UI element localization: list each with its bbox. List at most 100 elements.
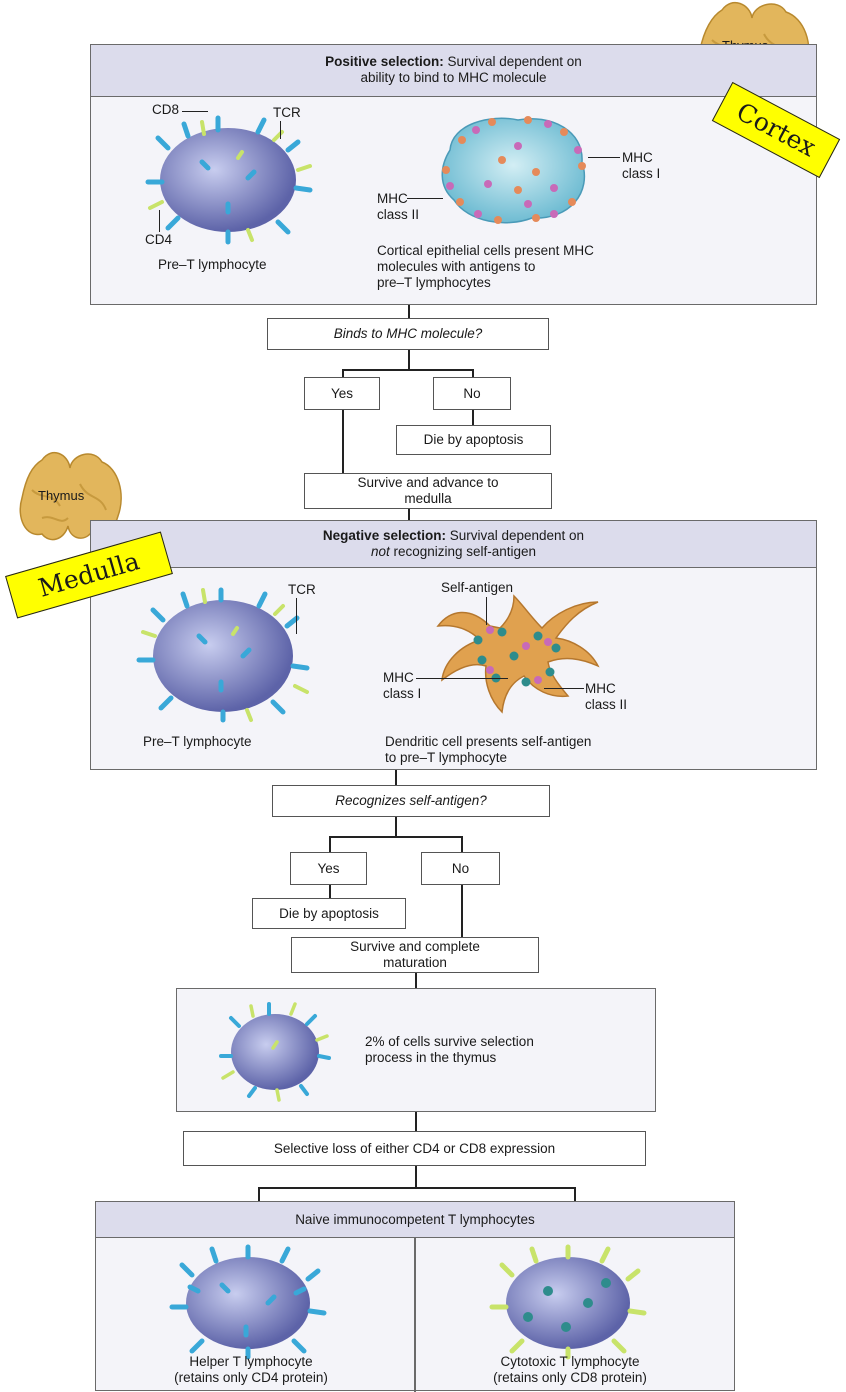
pre-t-lymphocyte-cell-negative: [136, 587, 310, 723]
cd4-label: CD4: [145, 232, 173, 247]
answer-yes-1: Yes: [304, 377, 380, 410]
cortical-caption-line1: Cortical epithelial cells present MHC: [377, 243, 594, 258]
helper-caption-line1: Helper T lymphocyte: [189, 1354, 313, 1369]
helper-caption-line2: (retains only CD4 protein): [174, 1370, 328, 1385]
connector: [461, 885, 463, 938]
cytotoxic-caption-line2: (retains only CD8 protein): [493, 1370, 647, 1385]
survive-complete-line2: maturation: [383, 955, 447, 970]
connector: [395, 770, 397, 786]
cytotoxic-t-cell: [489, 1244, 647, 1360]
survive-complete-line1: Survive and complete: [350, 939, 480, 954]
mhc-class-2-leader-negative: [544, 688, 584, 689]
survival-caption-line2: process in the thymus: [365, 1050, 497, 1065]
tcr-leader-line-negative: [296, 598, 297, 634]
connector: [342, 410, 344, 474]
selective-loss-box: Selective loss of either CD4 or CD8 expr…: [183, 1131, 646, 1166]
mhc-class-2-negative-line1: MHC: [585, 681, 616, 696]
mhc-class-1-label-positive: MHC class I: [622, 150, 660, 182]
connector: [415, 1112, 417, 1132]
cortical-caption-line3: pre–T lymphocytes: [377, 275, 491, 290]
answer-no-2: No: [421, 852, 500, 885]
pre-t-lymphocyte-cell-positive: [145, 115, 313, 245]
positive-title-rest: Survival dependent on: [443, 54, 582, 69]
connector: [461, 836, 463, 853]
mhc-class-1-leader-negative: [416, 678, 508, 679]
connector: [395, 817, 397, 837]
cd4-leader-line: [159, 210, 160, 232]
negative-title-not: not: [370, 544, 390, 559]
answer-no-1: No: [433, 377, 511, 410]
survival-caption: 2% of cells survive selection process in…: [365, 1034, 534, 1066]
positive-title-bold: Positive selection:: [325, 54, 444, 69]
connector: [472, 369, 474, 378]
cortical-epithelial-cell: [441, 116, 586, 224]
connector: [258, 1187, 576, 1189]
thymus-label-left: Thymus: [38, 488, 85, 503]
naive-header: Naive immunocompetent T lymphocytes: [96, 1202, 734, 1238]
question-recognizes-self-antigen: Recognizes self-antigen?: [272, 785, 550, 817]
connector: [408, 305, 410, 318]
mhc-class-2-leader-positive: [407, 198, 443, 199]
connector: [342, 369, 474, 371]
mhc-class-2-label-positive: MHC class II: [377, 191, 419, 223]
naive-title: Naive immunocompetent T lymphocytes: [295, 1212, 535, 1227]
connector: [408, 350, 410, 370]
mhc-class-1-negative-line1: MHC: [383, 670, 414, 685]
mhc-class-1-negative-line2: class I: [383, 686, 422, 701]
dendritic-cell: [436, 594, 600, 714]
connector: [258, 1187, 260, 1202]
dendritic-caption: Dendritic cell presents self-antigen to …: [385, 734, 591, 766]
connector: [408, 509, 410, 521]
die-by-apoptosis-1: Die by apoptosis: [396, 425, 551, 455]
survive-complete-maturation: Survive and complete maturation: [291, 937, 539, 973]
negative-selection-header: Negative selection: Survival dependent o…: [91, 521, 816, 568]
dendritic-caption-line2: to pre–T lymphocyte: [385, 750, 508, 765]
cortical-caption: Cortical epithelial cells present MHC mo…: [377, 243, 594, 291]
tcr-label-negative: TCR: [288, 582, 316, 597]
die-by-apoptosis-2: Die by apoptosis: [252, 898, 406, 929]
cd8-label: CD8: [152, 102, 180, 117]
mhc-class-2-positive-line2: class II: [377, 207, 420, 222]
naive-divider: [414, 1238, 416, 1392]
negative-title-line2: recognizing self-antigen: [389, 544, 537, 559]
helper-caption: Helper T lymphocyte (retains only CD4 pr…: [158, 1354, 344, 1386]
answer-yes-2: Yes: [290, 852, 367, 885]
dendritic-caption-line1: Dendritic cell presents self-antigen: [385, 734, 592, 749]
connector: [329, 836, 331, 853]
negative-title-bold: Negative selection:: [322, 528, 446, 543]
survive-advance-line1: Survive and advance to: [357, 475, 499, 490]
question-binds-mhc: Binds to MHC molecule?: [267, 318, 549, 350]
connector: [574, 1187, 576, 1202]
survival-caption-line1: 2% of cells survive selection: [365, 1034, 534, 1049]
cytotoxic-caption-line1: Cytotoxic T lymphocyte: [500, 1354, 640, 1369]
cortical-caption-line2: molecules with antigens to: [377, 259, 536, 274]
helper-t-cell: [169, 1244, 327, 1360]
mhc-class-1-positive-line2: class I: [622, 166, 661, 181]
negative-title-rest: Survival dependent on: [445, 528, 585, 543]
survive-advance-line2: medulla: [404, 491, 452, 506]
mhc-class-2-positive-line1: MHC: [377, 191, 408, 206]
positive-selection-header: Positive selection: Survival dependent o…: [91, 45, 816, 97]
connector: [415, 973, 417, 989]
tcr-leader-line-positive: [280, 121, 281, 139]
mhc-class-1-positive-line1: MHC: [622, 150, 653, 165]
connector: [472, 410, 474, 426]
pre-t-label-positive: Pre–T lymphocyte: [158, 257, 267, 272]
cd8-leader-line: [182, 111, 208, 112]
connector: [329, 885, 331, 899]
cytotoxic-caption: Cytotoxic T lymphocyte (retains only CD8…: [472, 1354, 668, 1386]
mhc-class-2-label-negative: MHC class II: [585, 681, 627, 713]
tcr-label-positive: TCR: [273, 105, 301, 120]
survive-advance-medulla: Survive and advance to medulla: [304, 473, 552, 509]
pre-t-label-negative: Pre–T lymphocyte: [143, 734, 252, 749]
surviving-cell: [219, 1002, 331, 1102]
mhc-class-1-label-negative: MHC class I: [383, 670, 421, 702]
mhc-class-1-leader-positive: [588, 157, 620, 158]
connector: [415, 1166, 417, 1188]
mhc-class-2-negative-line2: class II: [585, 697, 628, 712]
self-antigen-label: Self-antigen: [441, 580, 514, 595]
connector: [342, 369, 344, 378]
connector: [329, 836, 463, 838]
positive-title-line2: ability to bind to MHC molecule: [360, 70, 547, 85]
self-antigen-leader: [486, 597, 487, 625]
